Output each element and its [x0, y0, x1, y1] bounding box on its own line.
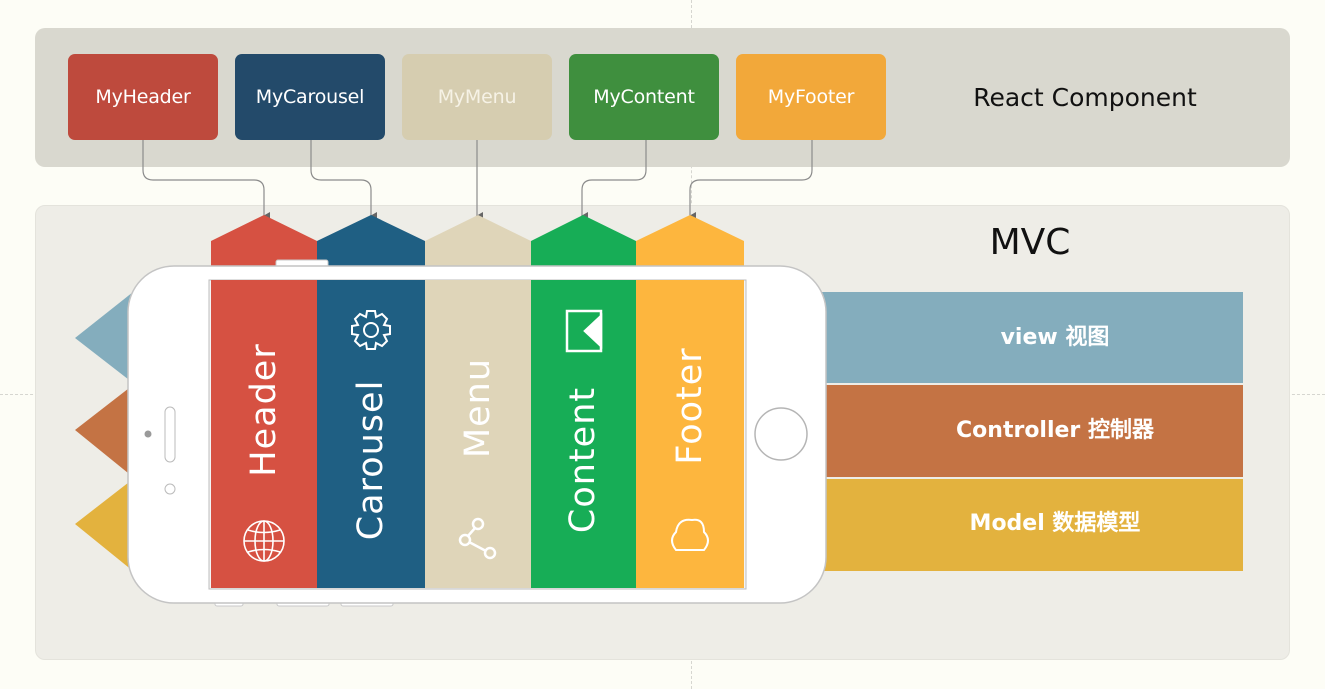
connector-footer — [689, 140, 813, 220]
mvc-title: MVC — [989, 222, 1071, 263]
connectors — [142, 140, 813, 220]
mymenu-component: MyMenu — [402, 54, 552, 140]
footer-column — [636, 280, 744, 588]
carousel-column — [317, 280, 425, 588]
content-column-head — [531, 215, 636, 268]
phone-speaker — [164, 406, 176, 463]
menu-column — [425, 280, 531, 588]
share-icon — [458, 517, 497, 560]
phone-camera — [144, 430, 152, 438]
myheader-component: MyHeader — [68, 54, 218, 140]
header-column-head — [211, 215, 317, 268]
connector-content — [581, 140, 647, 220]
mycarousel-component: MyCarousel — [235, 54, 385, 140]
content-column-label: Content — [563, 386, 603, 534]
carousel-column-label: Carousel — [351, 379, 391, 541]
mycontent-component: MyContent — [569, 54, 719, 140]
cloud-icon — [671, 518, 709, 551]
content-column — [531, 280, 636, 588]
menu-column-head — [425, 215, 531, 268]
footer-column-head — [636, 215, 744, 268]
header-column-label: Header — [244, 343, 284, 477]
home-button — [754, 407, 808, 461]
model-layer-label: Model 数据模型 — [969, 511, 1141, 536]
menu-column-label: Menu — [458, 357, 498, 459]
connector-header — [142, 140, 270, 220]
video-icon — [565, 309, 603, 353]
view-layer-label: view 视图 — [1000, 325, 1110, 350]
react-component-label: React Component — [973, 83, 1197, 112]
globe-icon — [243, 520, 285, 562]
gear-icon — [351, 310, 391, 350]
controller-layer-label: Controller 控制器 — [956, 418, 1154, 443]
column-heads — [211, 215, 744, 268]
footer-column-label: Footer — [670, 347, 710, 465]
phone-sensor — [164, 483, 176, 495]
carousel-column-head — [317, 215, 425, 268]
myfooter-component: MyFooter — [736, 54, 886, 140]
connector-carousel — [310, 140, 377, 220]
